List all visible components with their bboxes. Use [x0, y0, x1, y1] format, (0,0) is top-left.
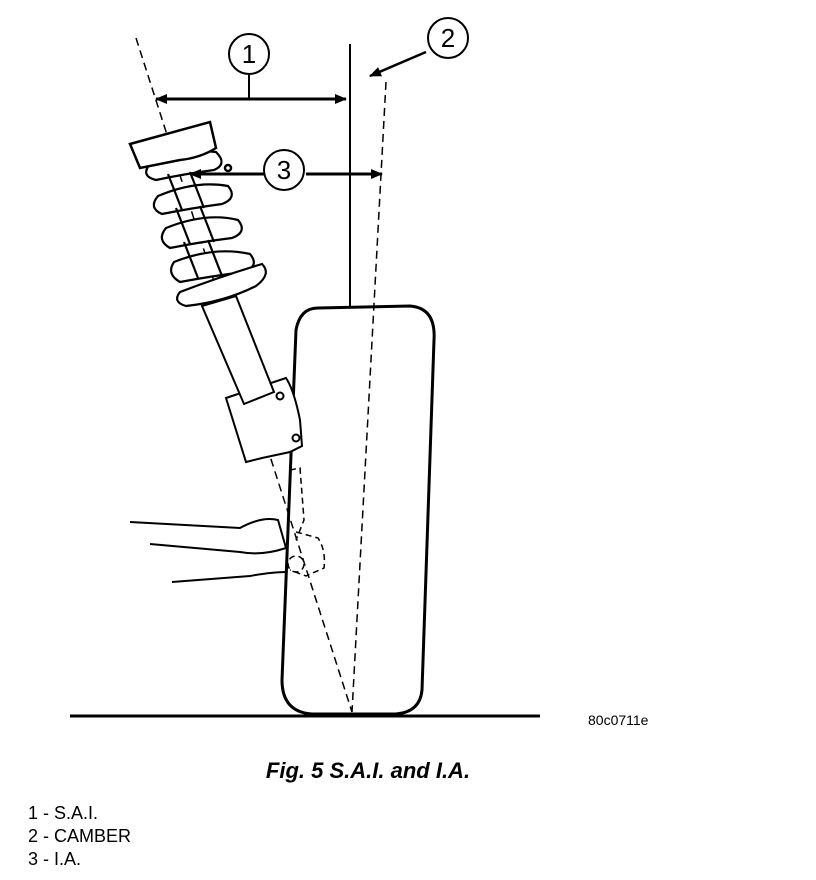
- suspension-diagram: 1 3 2: [70, 17, 540, 718]
- ball-joint: [287, 467, 326, 577]
- svg-text:2: 2: [441, 23, 455, 53]
- callout-1: 1: [228, 33, 270, 75]
- svg-text:1: 1: [242, 39, 256, 69]
- tire: [280, 304, 436, 716]
- camber-callout-arrow: [369, 50, 427, 78]
- legend: 1 - S.A.I. 2 - CAMBER 3 - I.A.: [28, 802, 131, 871]
- strut-tube: [200, 294, 276, 406]
- lower-control-arm: [129, 518, 288, 583]
- svg-text:3: 3: [277, 155, 291, 185]
- upper-strut-mount: [128, 120, 233, 173]
- figure-caption: Fig. 5 S.A.I. and I.A.: [265, 758, 471, 783]
- legend-item: 2 - CAMBER: [28, 826, 132, 846]
- legend-item: 3 - I.A.: [28, 849, 82, 869]
- legend-item: 1 - S.A.I.: [28, 803, 99, 823]
- camber-line: [351, 81, 387, 713]
- callout-2: 2: [427, 17, 469, 59]
- callout-3: 3: [263, 149, 305, 191]
- coil-spring: [145, 150, 267, 308]
- figure-code: 80c0711e: [588, 712, 649, 728]
